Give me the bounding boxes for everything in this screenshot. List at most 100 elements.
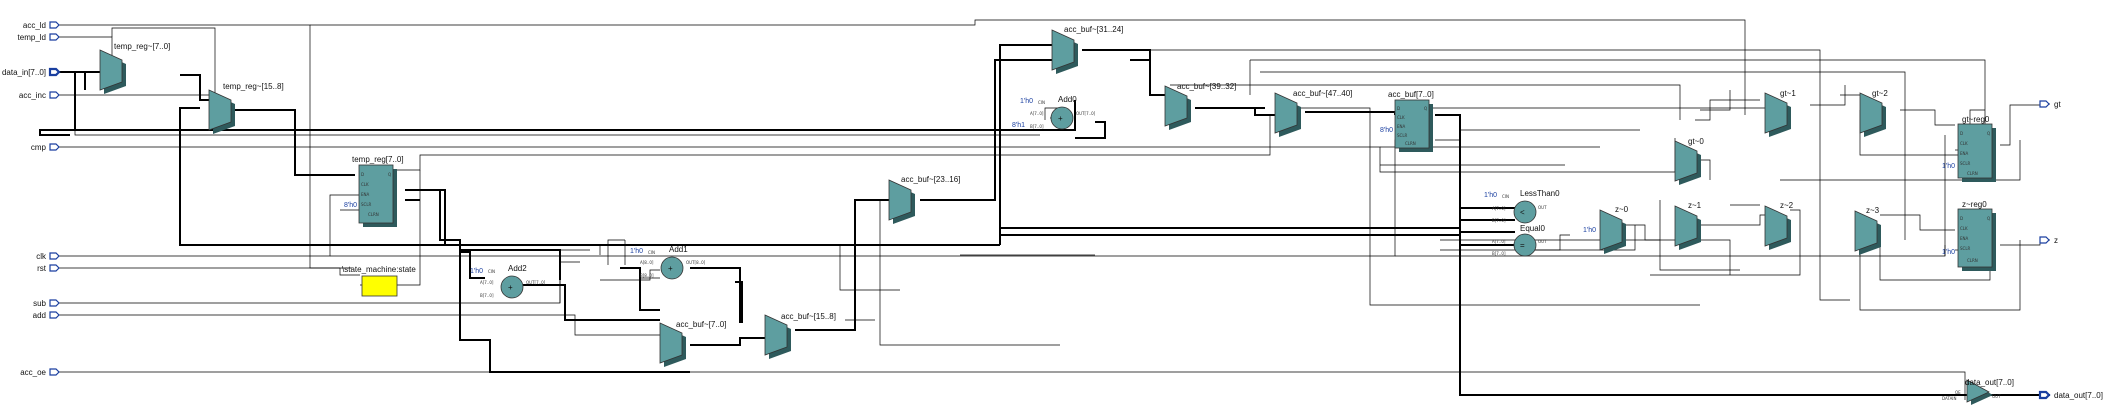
- label-add2: Add2: [508, 264, 527, 273]
- port-clk[interactable]: clk: [36, 252, 60, 261]
- mux-acc-buf-23-16[interactable]: acc_buf~[23..16]: [888, 175, 960, 224]
- pin-clk-acc: CLK: [1397, 115, 1405, 120]
- port-label-gt: gt: [2054, 100, 2061, 109]
- label-acc-buf-47-40: acc_buf~[47..40]: [1293, 89, 1352, 98]
- label-add1: Add1: [669, 245, 688, 254]
- label-temp-reg-reg: temp_reg[7..0]: [352, 155, 404, 164]
- pin-cin-add0: CIN: [1038, 100, 1045, 105]
- adder-add1[interactable]: + Add1 1'h0 CIN A[8..0] B[8..0] OUT[8..0…: [630, 245, 706, 280]
- mux-z-0[interactable]: z~0: [1599, 205, 1629, 254]
- mux-acc-buf-31-24[interactable]: acc_buf~[31..24]: [1051, 25, 1123, 74]
- pin-ena-acc: ENA: [1397, 124, 1406, 129]
- port-acc-ld[interactable]: acc_ld: [23, 21, 60, 30]
- reg-acc-buf[interactable]: acc_buf[7..0] D CLK ENA SCLR CLRN Q 8'h0: [1380, 90, 1434, 152]
- adder-add2[interactable]: + Add2 1'h0 CIN A[7..0] B[7..0] OUT[7..0…: [470, 264, 546, 299]
- pin-cin-lt: CIN: [1502, 194, 1509, 199]
- label-less-than0: LessThan0: [1520, 189, 1560, 198]
- port-label-data-in: data_in[7..0]: [2, 68, 46, 77]
- state-machine[interactable]: \state_machine:state: [342, 265, 416, 297]
- pin-clrn-z: CLRN: [1967, 258, 1978, 263]
- port-add[interactable]: add: [33, 311, 60, 320]
- const-8h0-temp: 8'h0: [344, 202, 357, 209]
- port-temp-ld[interactable]: temp_ld: [18, 33, 60, 42]
- port-label-data-out: data_out[7..0]: [2054, 391, 2103, 400]
- tristate-data-out[interactable]: data_out[7..0] OE DATAIN OUT: [1942, 378, 2014, 405]
- pin-b-add1: B[8..0]: [640, 273, 654, 278]
- label-state-machine: \state_machine:state: [342, 265, 416, 274]
- mux-acc-buf-39-32[interactable]: acc_buf~[39..32]: [1164, 82, 1236, 130]
- pin-ena-z: ENA: [1960, 236, 1969, 241]
- pin-a-add0: A[7..0]: [1030, 111, 1044, 116]
- port-acc-inc[interactable]: acc_inc: [19, 91, 60, 100]
- port-z[interactable]: z: [2039, 236, 2058, 245]
- mux-acc-buf-7-0[interactable]: acc_buf~[7..0]: [659, 320, 726, 367]
- pin-a-add1: A[8..0]: [640, 260, 654, 265]
- reg-z-reg0[interactable]: z~reg0 D CLK ENA SCLR CLRN Q 1'h0: [1942, 200, 1996, 271]
- const-1h0-add2: 1'h0: [470, 268, 483, 275]
- pin-datain: DATAIN: [1942, 396, 1956, 401]
- mux-z-1[interactable]: z~1: [1674, 201, 1702, 250]
- port-label-cmp: cmp: [31, 143, 47, 152]
- pin-clk-z: CLK: [1960, 226, 1968, 231]
- comparator-less-than0[interactable]: < LessThan0 1'h0 CIN A[7..0] B[7..0] OUT: [1484, 189, 1560, 224]
- mux-temp-reg-7-0[interactable]: temp_reg~[7..0]: [99, 42, 170, 94]
- mux-z-2[interactable]: z~2: [1764, 201, 1794, 250]
- comparator-equal0[interactable]: = Equal0 A[7..0] B[7..0] OUT: [1492, 224, 1547, 257]
- equal-icon: =: [1520, 241, 1525, 250]
- port-acc-oe[interactable]: acc_oe: [20, 368, 60, 377]
- pin-a-add2: A[7..0]: [480, 280, 494, 285]
- pin-d-acc: D: [1397, 106, 1400, 111]
- label-add0: Add0: [1058, 95, 1077, 104]
- pin-out-add2: OUT[7..0]: [526, 280, 546, 285]
- mux-gt-0[interactable]: gt~0: [1674, 137, 1704, 185]
- pin-clk-gt: CLK: [1960, 141, 1968, 146]
- port-label-temp-ld: temp_ld: [18, 33, 46, 42]
- label-acc-buf-31-24: acc_buf~[31..24]: [1064, 25, 1123, 34]
- pin-sclr-acc: SCLR: [1397, 133, 1408, 138]
- mux-z-3[interactable]: z~3: [1854, 206, 1881, 255]
- const-1h0-gt: 1'h0: [1942, 163, 1955, 170]
- mux-gt-1[interactable]: gt~1: [1764, 89, 1796, 137]
- pin-b-add0: B[7..0]: [1030, 124, 1044, 129]
- port-rst[interactable]: rst: [37, 264, 60, 273]
- pin-clk: CLK: [361, 182, 369, 187]
- pin-d: D: [361, 172, 364, 177]
- label-data-out-tri: data_out[7..0]: [1965, 378, 2014, 387]
- thin-wires: [58, 19, 2050, 400]
- label-acc-buf-23-16: acc_buf~[23..16]: [901, 175, 960, 184]
- reg-gt-reg0[interactable]: gt~reg0 D CLK ENA SCLR CLRN Q 1'h0: [1942, 115, 1996, 182]
- reg-temp-reg[interactable]: temp_reg[7..0] D CLK ENA SCLR CLRN Q 8'h…: [344, 155, 404, 227]
- port-label-rst: rst: [37, 264, 47, 273]
- add2-plus-icon: +: [508, 283, 513, 292]
- mux-gt-2[interactable]: gt~2: [1859, 89, 1888, 137]
- pin-ena-gt: ENA: [1960, 151, 1969, 156]
- const-1h0-z0: 1'h0: [1583, 227, 1596, 234]
- pin-b-eq: B[7..0]: [1492, 251, 1506, 256]
- const-1h0-z: 1'h0: [1942, 249, 1955, 256]
- mux-temp-reg-15-8[interactable]: temp_reg~[15..8]: [208, 82, 284, 134]
- label-z-2: z~2: [1780, 201, 1794, 210]
- port-gt[interactable]: gt: [2039, 100, 2061, 109]
- output-ports: gt z data_out[7..0]: [2038, 100, 2103, 400]
- pin-q-z: Q: [1987, 216, 1990, 221]
- mux-acc-buf-15-8[interactable]: acc_buf~[15..8]: [764, 312, 836, 359]
- pin-cin-add2: CIN: [488, 269, 495, 274]
- label-acc-buf-39-32: acc_buf~[39..32]: [1177, 82, 1236, 91]
- port-data-out[interactable]: data_out[7..0]: [2038, 390, 2103, 400]
- label-temp-reg-7-0-mux: temp_reg~[7..0]: [114, 42, 170, 51]
- add0-plus-icon: +: [1058, 114, 1063, 123]
- label-z-0: z~0: [1615, 205, 1629, 214]
- pin-a-eq: A[7..0]: [1492, 239, 1506, 244]
- adder-add0[interactable]: + Add0 1'h0 8'h1 CIN A[7..0] B[7..0] OUT…: [1012, 95, 1096, 130]
- label-gt-0: gt~0: [1688, 137, 1704, 146]
- port-sub[interactable]: sub: [33, 299, 60, 308]
- less-than-icon: <: [1520, 208, 1525, 217]
- pin-cin-add1: CIN: [648, 250, 655, 255]
- port-data-in[interactable]: data_in[7..0]: [2, 67, 61, 77]
- label-gt-1: gt~1: [1780, 89, 1796, 98]
- const-1h0-add1: 1'h0: [630, 248, 643, 255]
- mux-acc-buf-47-40[interactable]: acc_buf~[47..40]: [1274, 89, 1352, 137]
- port-cmp[interactable]: cmp: [31, 143, 60, 152]
